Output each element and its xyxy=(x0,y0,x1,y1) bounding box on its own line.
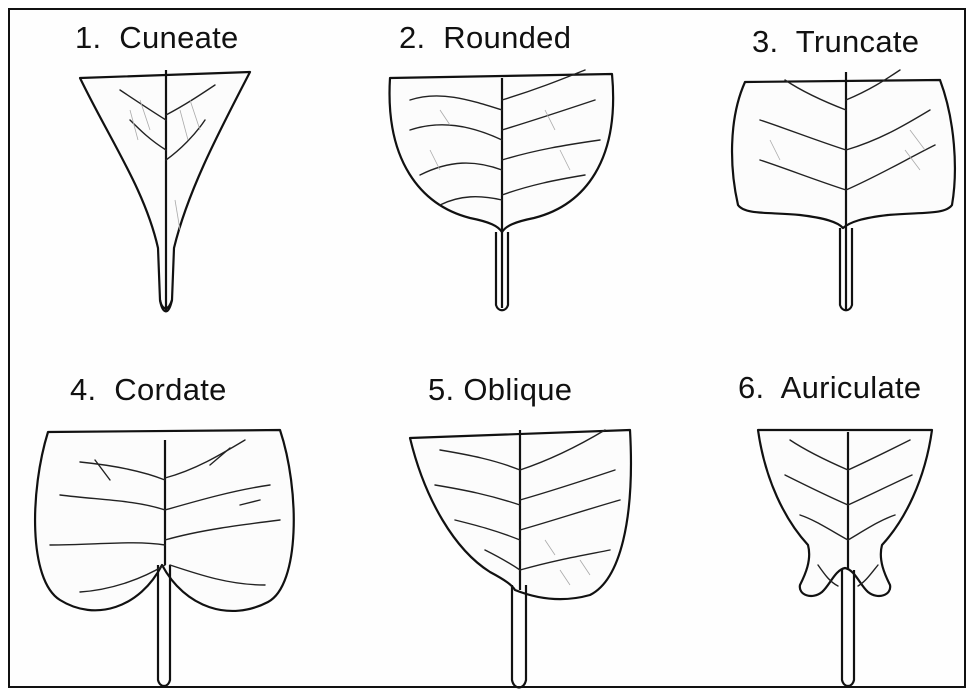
leaf-cuneate xyxy=(80,70,250,312)
leaf-truncate xyxy=(732,70,955,310)
leaf-oblique xyxy=(410,430,631,688)
leaf-rounded xyxy=(390,70,614,310)
leaf-cordate xyxy=(35,430,294,686)
leaf-auriculate xyxy=(758,430,932,686)
